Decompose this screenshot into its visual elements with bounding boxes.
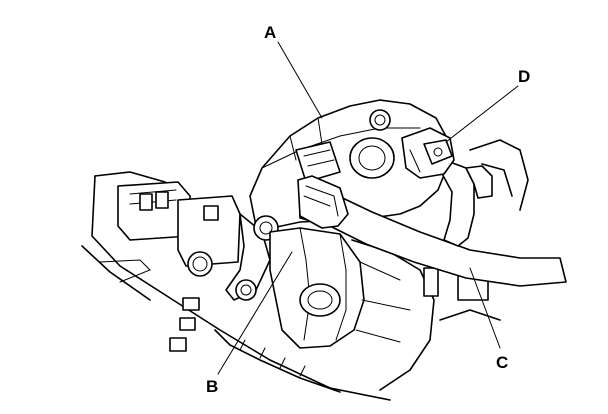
leader-lines [217,41,519,375]
engine-block-tab-3 [169,337,187,352]
rear-bracket [423,267,439,297]
callout-label-a: A [264,23,276,42]
sensor-connector [401,127,455,179]
leader-line-b [217,251,293,375]
callout-label-c: C [496,353,508,372]
electrical-connector [117,181,241,277]
leader-line-c [469,267,501,349]
engine-block-tab-1 [182,297,200,311]
water-pump-body [225,213,435,391]
callout-label-d: D [518,67,530,86]
callout-label-b: B [206,377,218,396]
leader-line-a [277,41,323,119]
engine-block-tab-2 [179,317,196,331]
small-hose [439,161,493,247]
engine-block [81,171,391,401]
leader-line-d [445,85,519,143]
hose-clamp [297,175,349,229]
